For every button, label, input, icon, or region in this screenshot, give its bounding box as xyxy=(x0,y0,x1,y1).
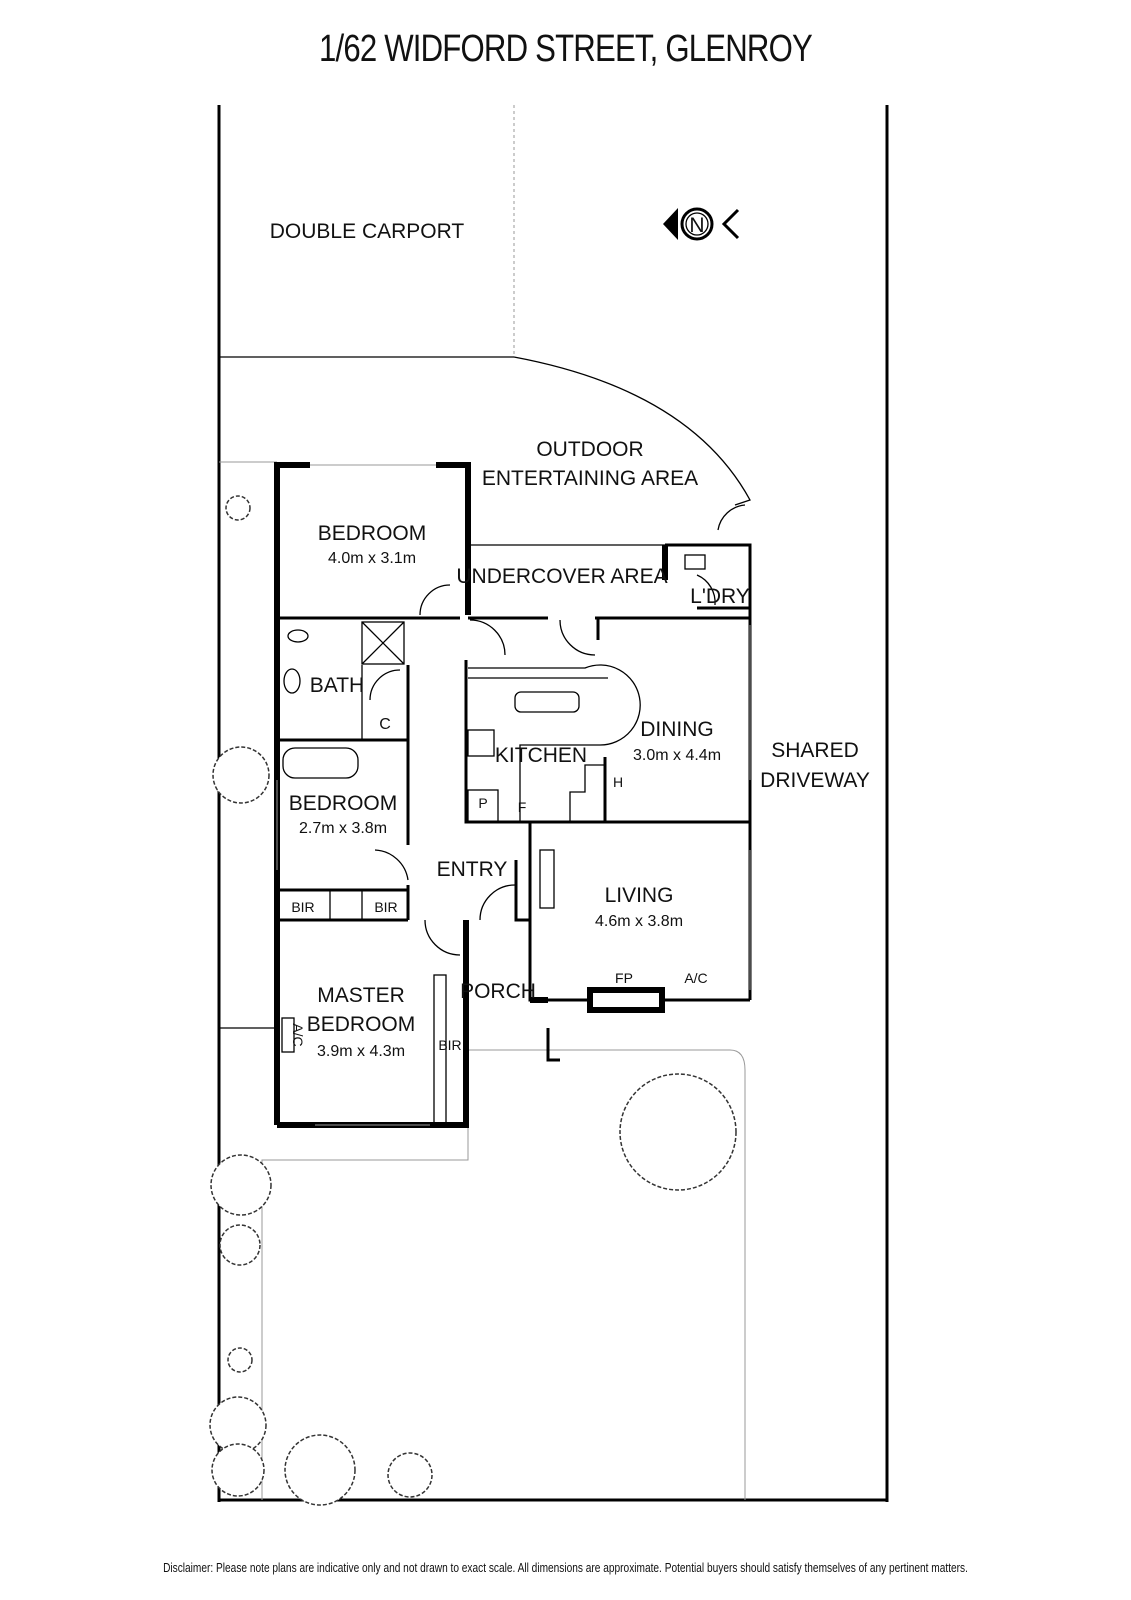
label-bedroom: BEDROOM xyxy=(289,792,398,815)
dim-living: 4.6m x 3.8m xyxy=(595,913,683,930)
label-bir: BIR xyxy=(438,1037,461,1053)
label-fireplace: FP xyxy=(615,970,633,986)
dim-bedroom: 4.0m x 3.1m xyxy=(328,550,416,567)
dim-master: 3.9m x 4.3m xyxy=(317,1043,405,1060)
yard-lines xyxy=(261,1049,746,1500)
room-labels: DOUBLE CARPORT OUTDOOR ENTERTAINING AREA… xyxy=(270,220,870,1060)
label-laundry: L'DRY xyxy=(690,585,750,608)
label-bir: BIR xyxy=(374,899,397,915)
label-kitchen: KITCHEN xyxy=(495,744,587,767)
page-title: 1/62 WIDFORD STREET, GLENROY xyxy=(318,28,813,70)
label-dining: DINING xyxy=(640,718,714,741)
trees xyxy=(209,495,737,1506)
house-walls xyxy=(274,462,752,1128)
label-pantry: P xyxy=(478,795,487,811)
label-driveway: DRIVEWAY xyxy=(760,769,870,792)
dim-dining: 3.0m x 4.4m xyxy=(633,747,721,764)
label-cupboard: C xyxy=(379,716,391,733)
label-outdoor: OUTDOOR xyxy=(536,438,643,461)
north-compass: N xyxy=(663,207,740,241)
disclaimer: Disclaimer: Please note plans are indica… xyxy=(163,1560,968,1575)
label-bedroom: BEDROOM xyxy=(318,522,427,545)
label-carport: DOUBLE CARPORT xyxy=(270,220,465,243)
label-fridge: F xyxy=(518,799,527,815)
dim-bedroom: 2.7m x 3.8m xyxy=(299,820,387,837)
label-heater: H xyxy=(613,774,623,790)
label-ac: A/C xyxy=(290,1023,306,1046)
label-driveway: SHARED xyxy=(771,739,859,762)
svg-text:N: N xyxy=(689,214,704,237)
label-living: LIVING xyxy=(605,884,674,907)
label-bir: BIR xyxy=(291,899,314,915)
label-outdoor: ENTERTAINING AREA xyxy=(482,467,698,490)
label-ac: A/C xyxy=(684,970,707,986)
label-undercover: UNDERCOVER AREA xyxy=(456,565,667,588)
label-master: MASTER xyxy=(317,984,405,1007)
label-entry: ENTRY xyxy=(437,858,508,881)
label-porch: PORCH xyxy=(460,980,536,1003)
label-master: BEDROOM xyxy=(307,1013,416,1036)
label-bath: BATH xyxy=(310,674,364,697)
